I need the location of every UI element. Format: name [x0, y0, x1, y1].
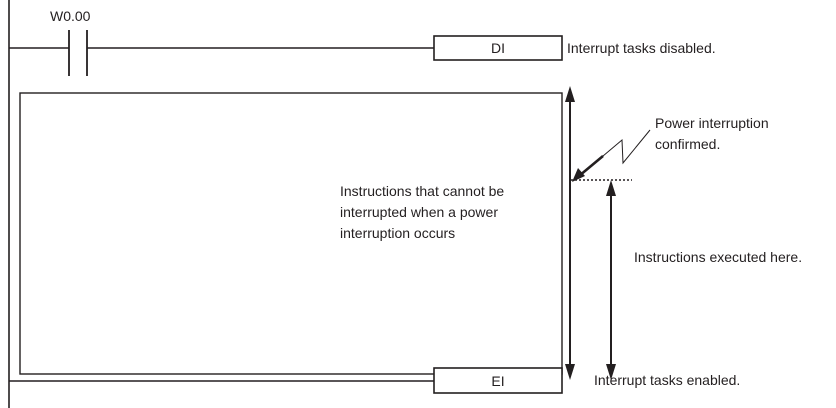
ei-instruction-label: EI	[491, 373, 505, 389]
contact-address-label: W0.00	[50, 8, 91, 24]
protected-instructions-line-1: Instructions that cannot be	[340, 183, 505, 199]
power-interruption-line-1: Power interruption	[655, 115, 769, 131]
protected-instructions-text: Instructions that cannot be interrupted …	[340, 181, 504, 244]
protected-range-arrow-head-top	[565, 86, 575, 102]
ei-note: Interrupt tasks enabled.	[594, 372, 741, 388]
protected-instructions-box	[19, 92, 563, 375]
executed-range-arrow-head-bottom	[606, 364, 616, 380]
power-interruption-arrow-shaft	[578, 155, 604, 177]
di-instruction-box	[433, 35, 563, 61]
power-interruption-note: Power interruption confirmed.	[655, 113, 769, 155]
protected-range-arrow-head-bottom	[565, 364, 575, 380]
executed-range-arrow-head-top	[606, 180, 616, 196]
power-interruption-arrow-head	[572, 168, 585, 182]
executed-here-note: Instructions executed here.	[634, 249, 803, 265]
di-note: Interrupt tasks disabled.	[567, 40, 716, 56]
power-interruption-line-2: confirmed.	[655, 136, 721, 152]
protected-instructions-line-2: interrupted when a power	[340, 204, 498, 220]
power-interruption-bolt	[583, 129, 651, 173]
protected-instructions-line-3: interruption occurs	[340, 225, 456, 241]
di-instruction-label: DI	[491, 40, 505, 56]
ei-instruction-box	[433, 367, 563, 394]
